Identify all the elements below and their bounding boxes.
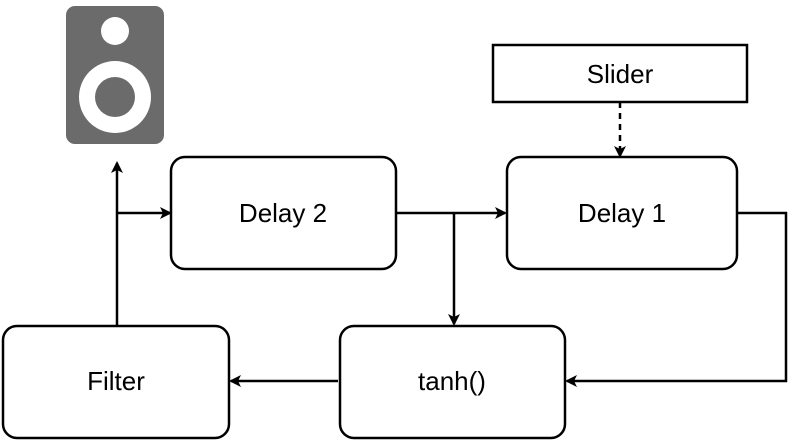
node-delay1-label: Delay 1 xyxy=(578,198,666,228)
node-filter: Filter xyxy=(1,324,231,440)
edge-delay1-to-tanh xyxy=(565,211,788,387)
node-delay2: Delay 2 xyxy=(169,155,398,271)
node-slider: Slider xyxy=(491,43,749,104)
node-delay1: Delay 1 xyxy=(505,155,739,271)
node-filter-label: Filter xyxy=(87,366,145,396)
speaker-icon xyxy=(66,6,164,144)
edges xyxy=(111,102,788,387)
node-slider-label: Slider xyxy=(587,59,654,89)
node-tanh-label: tanh() xyxy=(418,366,486,396)
node-tanh: tanh() xyxy=(338,324,567,440)
node-delay2-label: Delay 2 xyxy=(239,198,327,228)
